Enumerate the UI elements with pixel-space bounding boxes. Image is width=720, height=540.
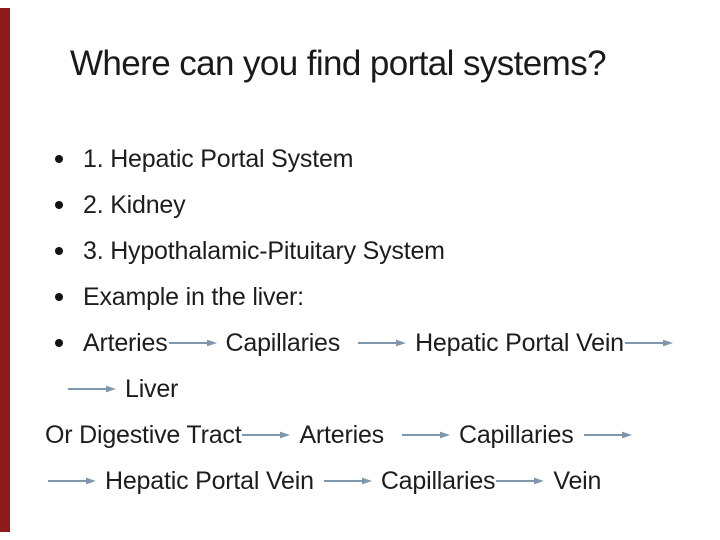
bullet-dot [55,247,63,255]
content-line: 2. Kidney [55,182,720,228]
accent-bar [0,8,10,532]
flow-term: Arteries [83,328,168,357]
content-line: Arteries Capillaries Hepatic Portal Vein [55,320,720,366]
flow-term: Example in the liver: [83,282,304,311]
flow-arrow-icon [402,430,450,440]
flow-term: Capillaries [380,466,496,495]
bullet-dot [55,201,63,209]
flow-arrow-icon [323,476,372,486]
flow-term: Or Digestive Tract [45,420,242,449]
flow-term: Capillaries [459,420,574,449]
flow-arrow-icon [496,476,545,486]
content-line: 1. Hepatic Portal System [55,136,720,182]
bullet-dot [55,293,63,301]
flow-term: Vein [553,466,602,495]
flow-arrow-icon [583,430,632,440]
flow-term: Hepatic Portal Vein [105,466,314,495]
flow-arrow-icon [168,338,217,348]
content-line: Hepatic Portal Vein Capillaries Vein [48,458,720,504]
flow-term: Arteries [299,420,384,449]
flow-arrow-icon [242,430,291,440]
flow-arrow-icon [68,384,116,394]
flow-term: Capillaries [225,328,341,357]
flow-arrow-icon [624,338,673,348]
flow-term: 1. Hepatic Portal System [83,144,354,173]
slide-body: 1. Hepatic Portal System 2. Kidney 3. Hypo… [45,136,720,504]
flow-term: Liver [125,374,179,403]
content-line: Liver [68,366,720,412]
flow-arrow-icon [48,476,96,486]
flow-arrow-icon [358,338,407,348]
bullet-dot [55,339,63,347]
flow-term: 3. Hypothalamic-Pituitary System [83,236,445,265]
flow-term: Hepatic Portal Vein [415,328,624,357]
content-line: Example in the liver: [55,274,720,320]
content-line: Or Digestive Tract Arteries Capillaries [45,412,720,458]
content-line: 3. Hypothalamic-Pituitary System [55,228,720,274]
bullet-dot [55,155,63,163]
slide-title: Where can you find portal systems? [70,44,607,83]
flow-term: 2. Kidney [83,190,186,219]
